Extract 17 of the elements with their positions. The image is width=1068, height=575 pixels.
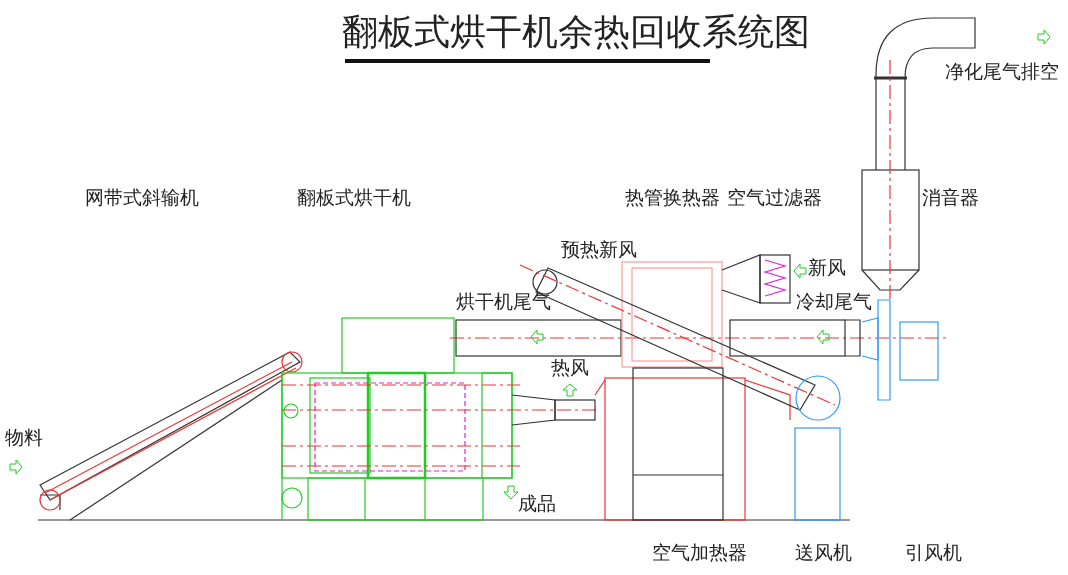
part-label: 送风机 (795, 543, 852, 562)
part-label: 净化尾气排空 (945, 62, 1059, 81)
part-label: 新风 (808, 258, 846, 277)
part-label: 烘干机尾气 (456, 292, 551, 311)
part-label: 网带式斜输机 (85, 188, 199, 207)
part-label: 消音器 (922, 188, 979, 207)
part-label: 空气加热器 (652, 543, 747, 562)
diagram-title: 翻板式烘干机余热回收系统图 (342, 14, 810, 50)
part-label: 预热新风 (561, 240, 637, 259)
part-label: 冷却尾气 (796, 292, 872, 311)
part-label: 物料 (5, 428, 43, 447)
part-label: 热管换热器 (625, 188, 720, 207)
part-label: 翻板式烘干机 (297, 188, 411, 207)
part-label: 空气过滤器 (727, 188, 822, 207)
part-label: 引风机 (905, 543, 962, 562)
part-label: 成品 (518, 494, 556, 513)
part-label: 热风 (551, 358, 589, 377)
